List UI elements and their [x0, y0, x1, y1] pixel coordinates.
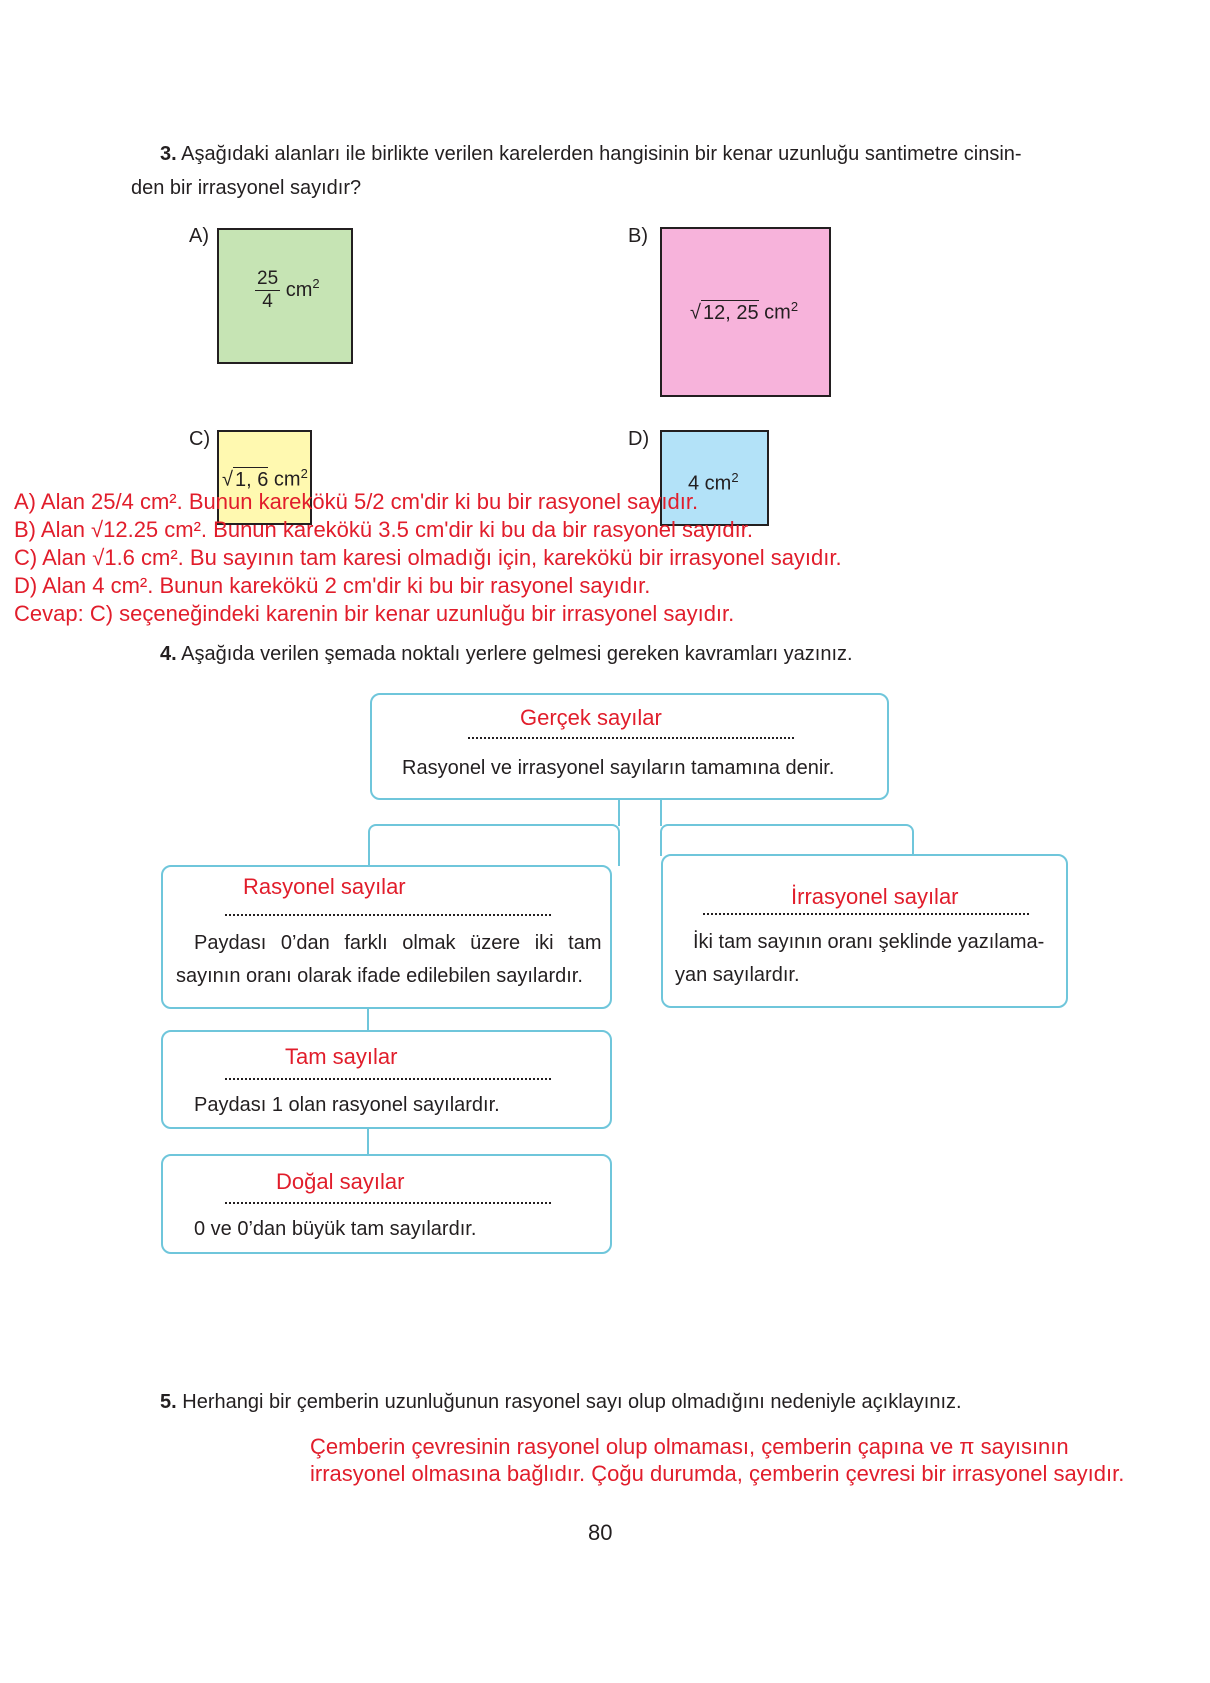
dotted-line [468, 737, 794, 739]
connector-left-branch [368, 824, 620, 866]
option-b-square: √12, 25 cm2 [660, 227, 831, 397]
option-c-square: √1, 6 cm2 [217, 430, 312, 525]
box-integers: Tam sayılar Paydası 1 olan rasyonel sayı… [161, 1030, 612, 1129]
box-irrational-answer: İrrasyonel sayılar [791, 884, 959, 909]
box-real-numbers: Gerçek sayılar Rasyonel ve irrasyonel sa… [370, 693, 889, 800]
answer-line-b: B) Alan √12.25 cm². Bunun karekökü 3.5 c… [14, 517, 753, 542]
connector-right-branch [660, 824, 914, 856]
dotted-line [703, 913, 1029, 915]
radical-sign: √ [222, 468, 233, 491]
box-irrational-desc-1: İki tam sayının oranı şeklinde yazılama- [693, 931, 1045, 953]
question-5-answer-2: irrasyonel olmasına bağlıdır. Çoğu durum… [310, 1461, 1125, 1486]
exponent: 2 [731, 470, 739, 485]
option-a-square: 25 4 cm2 [217, 228, 353, 364]
box-integers-answer: Tam sayılar [285, 1044, 398, 1069]
unit: cm [285, 278, 313, 301]
box-rational-desc-1: Paydası 0’dan farklı olmak üzere iki tam [194, 932, 602, 954]
box-integers-desc: Paydası 1 olan rasyonel sayılardır. [194, 1094, 500, 1116]
option-d-label: D) [628, 428, 650, 450]
dotted-line [225, 914, 551, 916]
fraction-denominator: 4 [262, 291, 273, 312]
box-rational-desc-2: sayının oranı olarak ifade edilebilen sa… [176, 965, 583, 987]
connector-rational-integers [367, 1009, 369, 1032]
connector-top-right [660, 800, 662, 826]
answer-line-c: C) Alan √1.6 cm². Bu sayının tam karesi … [14, 545, 842, 570]
box-naturals-desc: 0 ve 0’dan büyük tam sayılardır. [194, 1218, 477, 1240]
option-a-fraction: 25 4 [255, 268, 281, 313]
option-c-label: C) [189, 428, 211, 450]
option-b-radicand: 12, 25 [700, 299, 759, 324]
exponent: 2 [790, 299, 799, 314]
option-d-square: 4 cm2 [660, 430, 769, 526]
box-irrational-numbers: İrrasyonel sayılar İki tam sayının oranı… [661, 854, 1068, 1008]
option-c-area: √1, 6 cm2 [222, 466, 308, 492]
question-3-line1: 3. Aşağıdaki alanları ile birlikte veril… [160, 137, 1022, 171]
exponent: 2 [300, 466, 308, 481]
question-5: 5. Herhangi bir çemberin uzunluğunun ras… [160, 1385, 962, 1419]
exponent: 2 [312, 276, 320, 292]
answer-line-d: D) Alan 4 cm². Bunun karekökü 2 cm'dir k… [14, 573, 651, 598]
box-real-desc: Rasyonel ve irrasyonel sayıların tamamın… [402, 757, 835, 779]
dotted-line [225, 1202, 551, 1204]
value: 4 cm [688, 472, 732, 495]
question-5-number: 5. [160, 1391, 177, 1413]
connector-integers-naturals [367, 1129, 369, 1155]
question-4: 4. Aşağıda verilen şemada noktalı yerler… [160, 637, 853, 671]
box-rational-numbers: Rasyonel sayılar Paydası 0’dan farklı ol… [161, 865, 612, 1009]
unit: cm [273, 468, 301, 491]
option-a-area: 25 4 cm2 [255, 268, 320, 313]
answer-line-a: A) Alan 25/4 cm². Bunun karekökü 5/2 cm'… [14, 489, 699, 514]
fraction-numerator: 25 [255, 268, 281, 291]
question-3-answers: A) Alan 25/4 cm². Bunun karekökü 5/2 cm'… [14, 488, 842, 628]
box-irrational-desc-2: yan sayılardır. [675, 964, 800, 986]
box-natural-numbers: Doğal sayılar 0 ve 0’dan büyük tam sayıl… [161, 1154, 612, 1254]
unit: cm [764, 301, 791, 324]
question-5-answer-1: Çemberin çevresinin rasyonel olup olmama… [310, 1434, 1069, 1459]
option-a-label: A) [189, 225, 209, 247]
question-4-text: Aşağıda verilen şemada noktalı yerlere g… [181, 643, 853, 665]
question-3-line2: den bir irrasyonel sayıdır? [131, 177, 362, 199]
question-4-number: 4. [160, 643, 177, 665]
connector-top-left [618, 800, 620, 826]
box-naturals-answer: Doğal sayılar [276, 1169, 405, 1194]
dotted-line [225, 1078, 551, 1080]
question-3-text-1: Aşağıdaki alanları ile birlikte verilen … [181, 143, 1022, 165]
box-real-answer: Gerçek sayılar [520, 705, 662, 730]
option-b-area: √12, 25 cm2 [690, 299, 798, 325]
box-rational-answer: Rasyonel sayılar [243, 874, 406, 899]
option-b-label: B) [628, 225, 648, 247]
question-3-number: 3. [160, 143, 177, 165]
radical-sign: √ [690, 301, 701, 324]
question-5-text: Herhangi bir çemberin uzunluğunun rasyon… [182, 1391, 962, 1413]
page-number: 80 [588, 1520, 613, 1545]
answer-line-final: Cevap: C) seçeneğindeki karenin bir kena… [14, 601, 735, 626]
option-d-area: 4 cm2 [688, 470, 739, 496]
option-c-radicand: 1, 6 [232, 466, 269, 491]
